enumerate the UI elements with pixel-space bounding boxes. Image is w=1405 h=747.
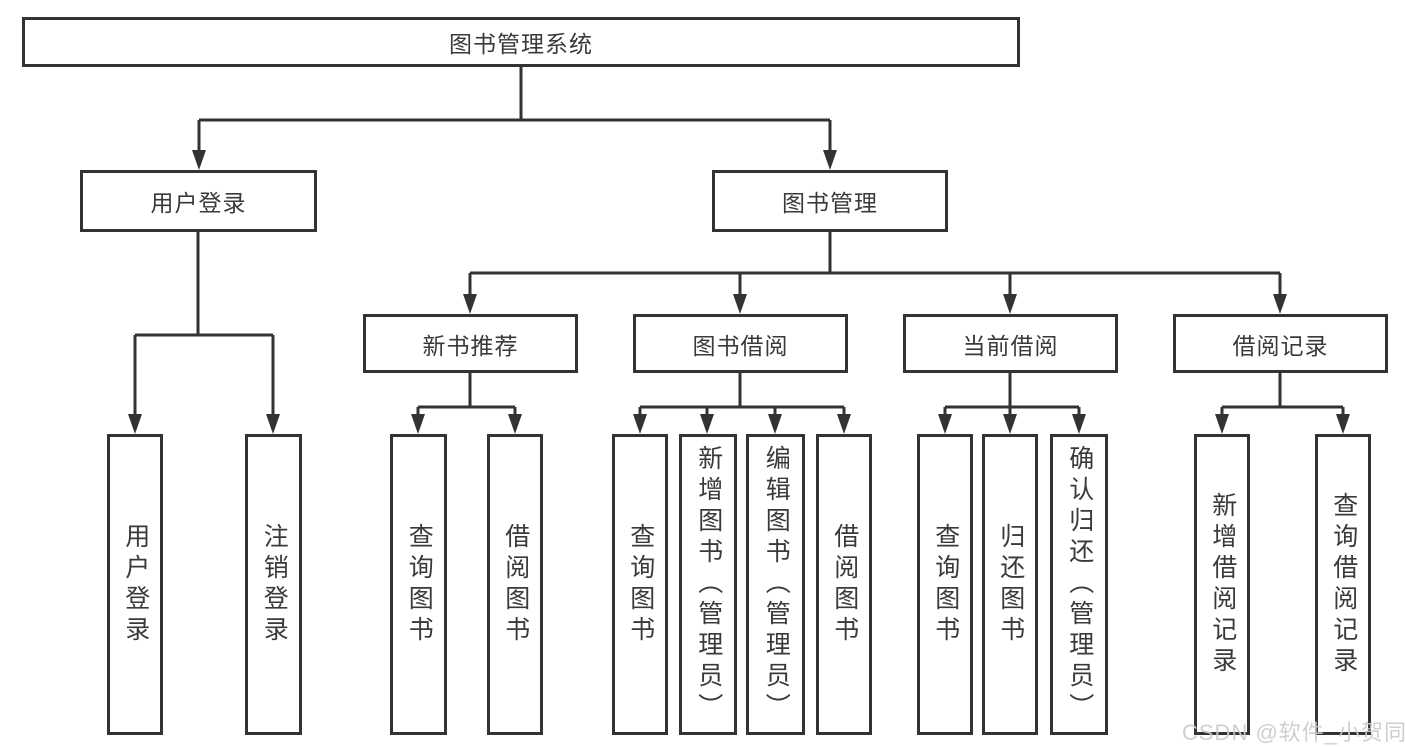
arrowhead	[128, 414, 142, 434]
connector-path	[133, 67, 1345, 416]
arrowhead	[1003, 414, 1017, 434]
leaf-query-books-current: 查询图书	[917, 434, 973, 735]
arrowhead	[1215, 414, 1229, 434]
leaf-edit-book-admin: 编辑图书（管理员）	[746, 434, 805, 735]
node-user-login: 用户登录	[80, 170, 317, 232]
arrowhead	[768, 414, 782, 434]
leaf-user-login: 用户登录	[107, 434, 163, 735]
leaf-query-books-borrowing: 查询图书	[612, 434, 668, 735]
node-book-borrowing: 图书借阅	[633, 314, 848, 373]
leaf-add-borrow-record: 新增借阅记录	[1194, 434, 1250, 735]
arrowhead	[837, 414, 851, 434]
arrowhead	[700, 414, 714, 434]
node-root: 图书管理系统	[22, 17, 1020, 67]
arrowhead	[1072, 414, 1086, 434]
arrowhead	[1003, 294, 1017, 314]
arrowhead	[508, 414, 522, 434]
leaf-return-book: 归还图书	[982, 434, 1038, 735]
node-current-borrowing: 当前借阅	[903, 314, 1118, 373]
watermark: CSDN @软件_小贺同学	[1182, 720, 1405, 745]
arrowhead	[823, 150, 837, 170]
arrowhead	[266, 414, 280, 434]
arrowheads	[128, 150, 1350, 434]
leaf-logout: 注销登录	[245, 434, 302, 735]
arrowhead	[733, 294, 747, 314]
arrowhead	[633, 414, 647, 434]
leaf-borrow-books-recommend: 借阅图书	[487, 434, 543, 735]
node-borrow-records: 借阅记录	[1173, 314, 1388, 373]
leaf-borrow-books-borrowing: 借阅图书	[816, 434, 872, 735]
arrowhead	[1273, 294, 1287, 314]
node-book-management: 图书管理	[712, 170, 948, 232]
leaf-query-borrow-record: 查询借阅记录	[1315, 434, 1371, 735]
leaf-add-book-admin: 新增图书（管理员）	[679, 434, 737, 735]
arrowhead	[411, 414, 425, 434]
arrowhead	[463, 294, 477, 314]
leaf-query-books-recommend: 查询图书	[390, 434, 447, 735]
arrowhead	[938, 414, 952, 434]
arrowhead	[192, 150, 206, 170]
leaf-confirm-return-admin: 确认归还（管理员）	[1050, 434, 1108, 735]
node-new-book-recommend: 新书推荐	[363, 314, 578, 373]
arrowhead	[1336, 414, 1350, 434]
